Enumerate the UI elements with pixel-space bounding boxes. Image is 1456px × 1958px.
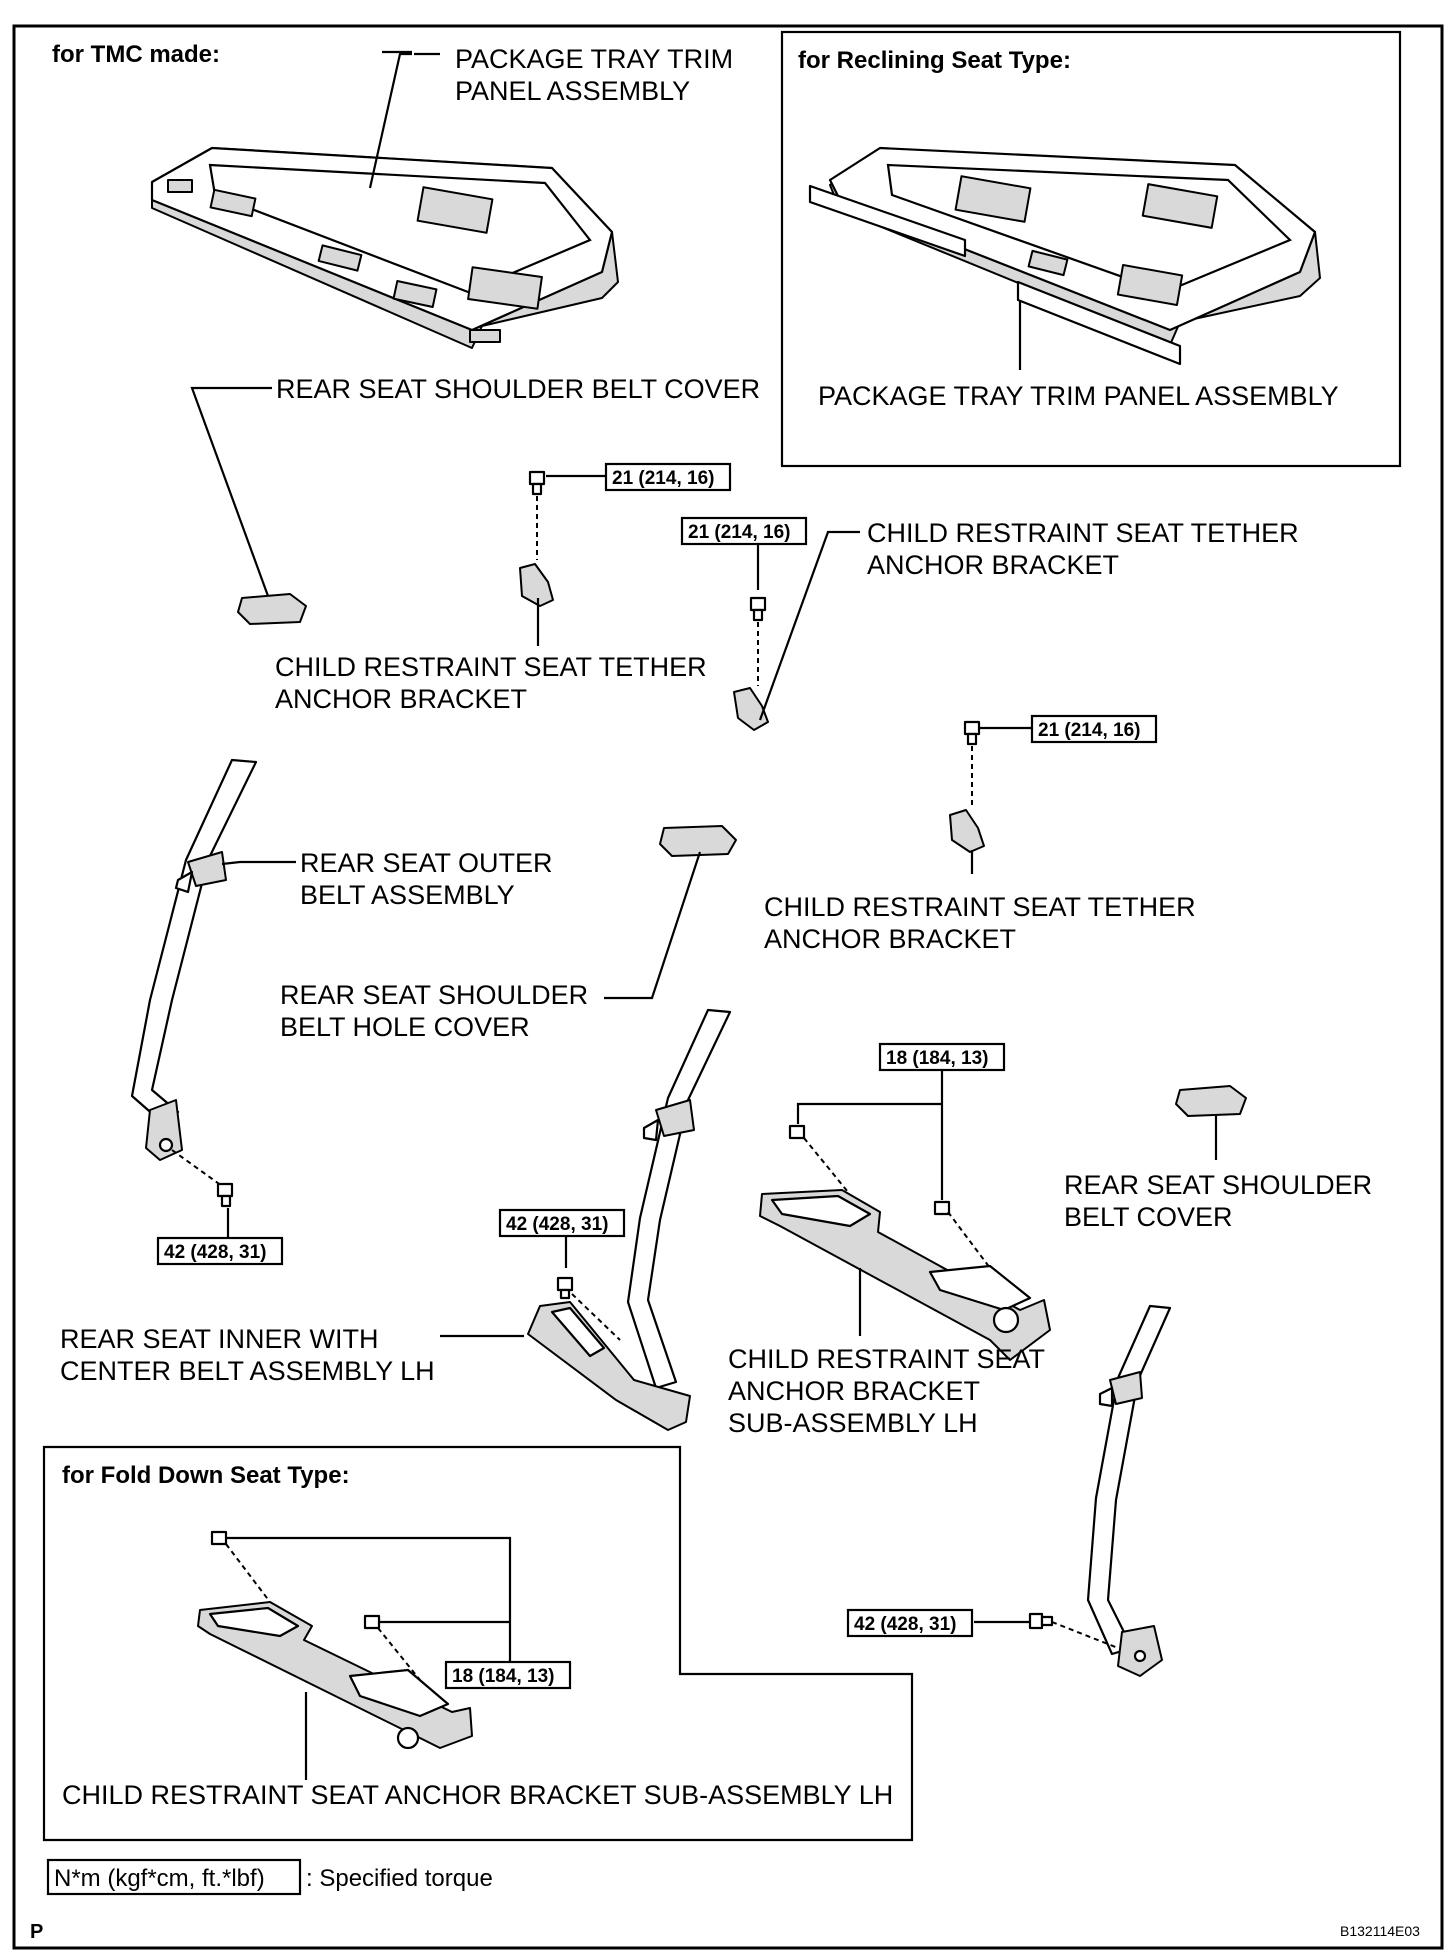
torque-box-t2 [680,516,808,546]
tether-c-label-l2: ANCHOR BRACKET [764,924,1016,954]
tether-bracket-a [519,470,554,607]
page-frame [12,24,1444,1950]
fold-down-inset-box [42,1445,914,1842]
anchor-bracket-main [759,1124,1051,1361]
tether-b-label-l1: CHILD RESTRAINT SEAT TETHER [867,518,1299,548]
tether-a-label-l2: ANCHOR BRACKET [275,684,527,714]
anchor-label-l2: ANCHOR BRACKET [728,1376,980,1406]
leader-tether-b [758,530,860,721]
torque-box-t5 [156,1236,284,1266]
torque-t6: 42 (428, 31) [506,1214,608,1235]
leader-hole-cover [604,851,702,1000]
tmc-header: for TMC made: [52,41,220,68]
leader-shoulder-belt-cover [190,386,272,597]
fold-down-anchor-bracket [197,1530,473,1750]
tether-c-label-l1: CHILD RESTRAINT SEAT TETHER [764,892,1196,922]
torque-box-t8 [444,1660,572,1690]
shoulder-belt-cover-right [1175,1085,1247,1117]
legend-unit-box [46,1858,302,1896]
inner-belt-center [527,1008,732,1431]
inner-belt-label-l2: CENTER BELT ASSEMBLY LH [60,1356,435,1386]
pkg-tray-label-l1: PACKAGE TRAY TRIM [455,44,733,74]
torque-box-t7 [846,1608,974,1638]
anchor-label-l1: CHILD RESTRAINT SEAT [728,1344,1045,1374]
torque-t5: 42 (428, 31) [164,1242,266,1263]
leader-outer-belt [221,860,296,866]
hole-cover-label-l2: BELT HOLE COVER [280,1012,530,1042]
shoulder-belt-cover-left [237,593,307,625]
shoulder-belt-hole-cover [659,825,737,857]
pkg-tray-label-l2: PANEL ASSEMBLY [455,76,690,106]
inner-belt-label-l1: REAR SEAT INNER WITH [60,1324,379,1354]
torque-t1: 21 (214, 16) [612,468,714,489]
outer-belt-left [130,758,258,1208]
fold-anchor-label: CHILD RESTRAINT SEAT ANCHOR BRACKET SUB-… [62,1780,893,1810]
package-tray-tmc [150,146,619,349]
outer-belt-right [1028,1304,1172,1677]
tether-bracket-c [949,720,985,853]
torque-box-t3 [1030,714,1158,744]
anchor-label-l3: SUB-ASSEMBLY LH [728,1408,978,1438]
package-tray-reclining [808,146,1321,366]
fold-down-header: for Fold Down Seat Type: [62,1462,350,1489]
page-letter: P [30,1921,43,1943]
figure-id: B132114E03 [1340,1923,1420,1939]
cover-right-label-l1: REAR SEAT SHOULDER [1064,1170,1372,1200]
torque-box-t1 [604,462,732,492]
reclining-header: for Reclining Seat Type: [798,47,1071,74]
shoulder-belt-cover-label: REAR SEAT SHOULDER BELT COVER [276,374,760,404]
cover-right-label-l2: BELT COVER [1064,1202,1233,1232]
torque-t8: 18 (184, 13) [452,1666,554,1687]
legend-text: : Specified torque [306,1865,493,1892]
legend-unit: N*m (kgf*cm, ft.*lbf) [54,1865,265,1892]
leader-pkg-tray [368,50,412,189]
torque-t7: 42 (428, 31) [854,1614,956,1635]
outer-belt-label-l2: BELT ASSEMBLY [300,880,515,910]
leader-torque-t4 [796,1070,944,1200]
outer-belt-label-l1: REAR SEAT OUTER [300,848,553,878]
tether-a-label-l1: CHILD RESTRAINT SEAT TETHER [275,652,707,682]
torque-t4: 18 (184, 13) [886,1048,988,1069]
pkg-tray-reclining-label: PACKAGE TRAY TRIM PANEL ASSEMBLY [818,381,1339,411]
hole-cover-label-l1: REAR SEAT SHOULDER [280,980,588,1010]
torque-t3: 21 (214, 16) [1038,720,1140,741]
torque-box-t4 [878,1042,1006,1072]
tether-b-label-l2: ANCHOR BRACKET [867,550,1119,580]
torque-t2: 21 (214, 16) [688,522,790,543]
torque-box-t6 [498,1208,626,1238]
